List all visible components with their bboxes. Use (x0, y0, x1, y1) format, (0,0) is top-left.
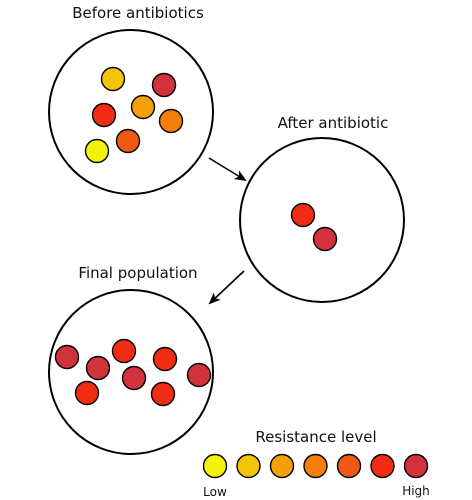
legend-swatch (269, 453, 295, 479)
arrow-before-to-after (208, 157, 247, 182)
bacterium-cell (100, 66, 126, 92)
bacterium-cell (158, 108, 184, 134)
bacterium-cell (84, 138, 110, 164)
legend-low-label: Low (203, 485, 227, 499)
bacterium-cell (115, 128, 141, 154)
panel-before-dish (48, 29, 214, 195)
panel-after: After antibiotic (239, 114, 405, 303)
bacterium-cell (91, 102, 117, 128)
bacterium-cell (74, 380, 100, 406)
legend-swatch (202, 453, 228, 479)
panel-after-label: After antibiotic (278, 114, 389, 132)
legend-swatch (303, 453, 328, 479)
legend-swatch (336, 453, 362, 479)
bacterium-cell (151, 72, 177, 98)
legend-swatches (202, 453, 429, 479)
panel-before: Before antibiotics (48, 4, 214, 195)
bacterium-cell (111, 338, 137, 364)
bacterium-cell (290, 202, 316, 228)
bacterium-cell (54, 344, 80, 370)
bacterium-cell (186, 362, 212, 388)
bacterium-cell (152, 346, 178, 372)
bacterium-cell (312, 226, 338, 252)
legend-swatch (236, 453, 261, 479)
bacterium-cell (150, 381, 176, 407)
panel-final-label: Final population (78, 264, 197, 282)
bacterium-cell (85, 355, 111, 381)
panel-final-cells (54, 338, 212, 407)
legend-swatch (370, 453, 395, 479)
panel-after-cells (290, 202, 338, 252)
legend-high-label: High (402, 484, 430, 498)
panel-before-cells (84, 66, 184, 164)
legend-swatch (403, 453, 429, 479)
arrow-after-to-final (208, 270, 245, 305)
legend-title: Resistance level (255, 428, 376, 446)
bacterium-cell (121, 365, 147, 391)
panel-after-dish (239, 137, 405, 303)
resistance-legend: Resistance level Low High (202, 428, 430, 499)
panel-final: Final population (48, 264, 214, 455)
bacterium-cell (130, 94, 156, 120)
panel-before-label: Before antibiotics (72, 4, 204, 22)
